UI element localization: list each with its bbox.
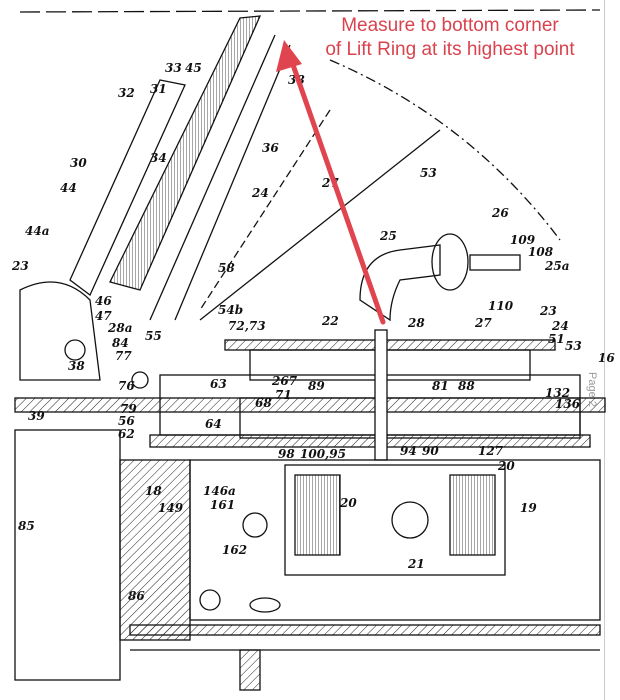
reference-numeral: 68 — [255, 396, 272, 410]
reference-numeral: 36 — [262, 141, 279, 155]
reference-numeral: 31 — [150, 82, 167, 96]
reference-numeral: 38 — [68, 359, 85, 373]
reference-numeral: 30 — [70, 156, 87, 170]
reference-numeral: 88 — [458, 379, 475, 393]
reference-numeral: 90 — [422, 444, 439, 458]
reference-numeral: 21 — [407, 557, 425, 571]
measurement-annotation: Measure to bottom corner of Lift Ring at… — [300, 14, 600, 62]
reference-numeral: 72,73 — [228, 319, 266, 333]
reference-numeral: 81 — [432, 379, 449, 393]
reference-numeral: 89 — [308, 379, 325, 393]
reference-numeral: 18 — [145, 484, 162, 498]
reference-numeral: 45 — [185, 61, 202, 75]
annotation-line-1: Measure to bottom corner — [341, 15, 559, 36]
reference-numeral: 54b — [218, 303, 243, 317]
reference-numeral: 86 — [128, 589, 145, 603]
reference-numeral: 94 — [400, 444, 417, 458]
reference-numeral: 58 — [218, 261, 235, 275]
reference-numeral: 33 — [165, 61, 182, 75]
reference-numeral: 146a — [203, 484, 236, 498]
reference-numeral: 28a — [107, 321, 132, 335]
reference-numeral: 19 — [520, 501, 537, 515]
reference-numeral: 55 — [145, 329, 162, 343]
reference-numeral: 85 — [18, 519, 35, 533]
page-label: Page 2 — [586, 372, 598, 407]
reference-numeral: 25a — [544, 259, 569, 273]
reference-numeral: 71 — [275, 388, 292, 402]
reference-numeral: 34 — [150, 151, 167, 165]
reference-numeral: 109 — [510, 233, 536, 247]
reference-numeral: 44 — [60, 181, 77, 195]
reference-numeral: 136 — [555, 397, 581, 411]
reference-numeral: 47 — [95, 309, 112, 323]
reference-numeral: 32 — [118, 86, 135, 100]
reference-numeral: 44a — [25, 224, 49, 238]
reference-numeral: 53 — [420, 166, 437, 180]
reference-numeral: 24 — [251, 186, 269, 200]
reference-numeral: 267 — [271, 374, 298, 388]
reference-numeral: 98 — [278, 447, 295, 461]
reference-numeral: 132 — [545, 386, 570, 400]
annotation-line-2: of Lift Ring at its highest point — [325, 39, 575, 60]
reference-numeral: 76 — [118, 379, 135, 393]
reference-numeral: 56 — [118, 414, 135, 428]
reference-numeral: 127 — [478, 444, 504, 458]
reference-numeral: 100,95 — [300, 447, 346, 461]
reference-numeral: 22 — [321, 314, 339, 328]
reference-numeral: 63 — [210, 377, 227, 391]
reference-numeral: 25 — [379, 229, 397, 243]
page-edge — [604, 0, 605, 700]
reference-numeral: 51 — [548, 332, 565, 346]
reference-numeral: 27 — [474, 316, 492, 330]
reference-numeral: 23 — [11, 259, 29, 273]
reference-numeral: 79 — [120, 402, 137, 416]
reference-numeral: 39 — [28, 409, 45, 423]
reference-numeral: 161 — [210, 498, 235, 512]
reference-numeral: 16 — [598, 351, 615, 365]
reference-numeral: 149 — [158, 501, 184, 515]
reference-numeral: 20 — [497, 459, 515, 473]
reference-numeral: 53 — [565, 339, 582, 353]
reference-numeral: 46 — [95, 294, 112, 308]
reference-numeral: 28 — [407, 316, 425, 330]
reference-numeral: 23 — [539, 304, 557, 318]
reference-numeral: 162 — [222, 543, 247, 557]
reference-numeral: 84 — [112, 336, 129, 350]
reference-numeral: 24 — [551, 319, 569, 333]
reference-numeral: 110 — [488, 299, 514, 313]
reference-numeral: 64 — [205, 417, 222, 431]
measurement-arrow — [276, 40, 386, 325]
reference-numeral: 26 — [491, 206, 509, 220]
reference-numeral: 62 — [118, 427, 135, 441]
reference-numeral: 108 — [528, 245, 554, 259]
reference-numeral: 77 — [115, 349, 132, 363]
reference-numeral: 20 — [339, 496, 357, 510]
